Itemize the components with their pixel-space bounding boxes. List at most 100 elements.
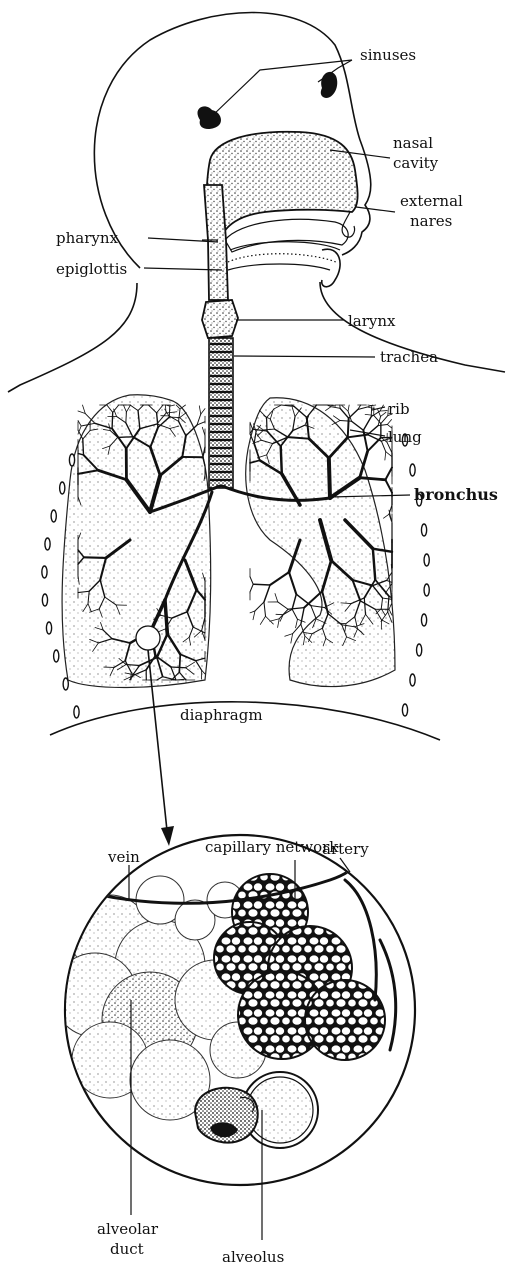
label-diaphragm: diaphragm bbox=[180, 706, 263, 724]
bronchiole bbox=[270, 619, 279, 621]
bronchiole bbox=[260, 616, 265, 624]
bronchiole bbox=[281, 446, 282, 474]
bronchiole bbox=[304, 591, 322, 607]
rib-icon bbox=[63, 678, 68, 690]
bronchiole bbox=[201, 409, 205, 415]
bronchiole bbox=[386, 452, 392, 457]
bronchiole bbox=[340, 420, 352, 421]
bronchiole bbox=[285, 634, 293, 637]
bronchiole bbox=[270, 572, 289, 585]
label-artery: artery bbox=[322, 840, 369, 858]
bronchiole bbox=[311, 606, 316, 619]
larynx-shape bbox=[202, 300, 238, 338]
bronchiole bbox=[275, 594, 278, 602]
bronchiole bbox=[381, 412, 386, 416]
bronchiole bbox=[383, 514, 389, 518]
bronchiole bbox=[112, 412, 113, 428]
bronchiole bbox=[296, 594, 311, 605]
bronchiole bbox=[371, 411, 380, 417]
label-alveolar-duct-line2: duct bbox=[110, 1240, 144, 1258]
bronchiole bbox=[381, 416, 388, 424]
rib-icon bbox=[51, 510, 56, 522]
rib-icon bbox=[402, 704, 407, 716]
rib-icon bbox=[421, 614, 426, 626]
bronchiole bbox=[82, 405, 85, 414]
bronchiole bbox=[199, 406, 200, 414]
bronchiole bbox=[385, 468, 392, 480]
bronchiole bbox=[288, 608, 304, 610]
label-epiglottis: epiglottis bbox=[56, 260, 127, 278]
bronchiole bbox=[250, 584, 253, 592]
bronchiole bbox=[368, 405, 372, 406]
bronchiole bbox=[365, 414, 374, 415]
rib-icon bbox=[410, 464, 415, 476]
bronchiole bbox=[292, 594, 296, 609]
label-nasal-cavity-line2: cavity bbox=[393, 154, 439, 172]
label-alveolus: alveolus bbox=[222, 1248, 284, 1266]
bronchiole bbox=[289, 572, 296, 594]
jaw-teeth bbox=[228, 254, 336, 262]
bronchiole bbox=[368, 438, 381, 451]
bronchiole bbox=[253, 584, 270, 585]
bronchiole bbox=[264, 585, 270, 602]
alveolus-highlight bbox=[136, 626, 160, 650]
bronchiole bbox=[367, 407, 374, 409]
nasal-cavity-shape bbox=[207, 132, 358, 250]
rib-icon bbox=[42, 594, 47, 606]
bronchiole bbox=[83, 439, 84, 455]
label-capillary-network: capillary network bbox=[205, 838, 339, 856]
bronchiole bbox=[385, 452, 386, 460]
label-external-nares-line2: nares bbox=[410, 212, 452, 230]
bronchiole bbox=[296, 619, 298, 628]
bronchiole bbox=[84, 557, 106, 558]
rib-icon bbox=[421, 524, 426, 536]
rib-icon bbox=[424, 584, 429, 596]
bronchiole bbox=[331, 407, 340, 409]
label-bronchus: bronchus bbox=[414, 485, 498, 504]
sinus-icon bbox=[197, 72, 337, 129]
rib-icon bbox=[74, 706, 79, 718]
bronchiole bbox=[333, 416, 340, 421]
label-rib: rib bbox=[388, 400, 410, 418]
label-trachea: trachea bbox=[380, 348, 438, 366]
bronchiole bbox=[352, 421, 364, 430]
label-lung: lung bbox=[388, 428, 422, 446]
rib-icon bbox=[46, 622, 51, 634]
label-vein: vein bbox=[107, 848, 140, 866]
bronchiole bbox=[378, 424, 387, 425]
tongue-shape bbox=[225, 219, 348, 252]
label-nasal-cavity-line1: nasal bbox=[393, 134, 433, 152]
label-sinuses: sinuses bbox=[360, 46, 416, 64]
rib-icon bbox=[424, 554, 429, 566]
bronchiole bbox=[293, 624, 301, 633]
bronchiole bbox=[78, 420, 81, 426]
label-pharynx: pharynx bbox=[56, 229, 119, 247]
bronchiole bbox=[253, 611, 255, 620]
bronchiole bbox=[326, 407, 331, 411]
ribs-right bbox=[402, 434, 429, 716]
bronchiole bbox=[202, 427, 205, 436]
rib-icon bbox=[45, 538, 50, 550]
bronchiole bbox=[348, 405, 349, 411]
bronchiole bbox=[264, 602, 266, 616]
label-external-nares-line1: external bbox=[400, 192, 463, 210]
rib-icon bbox=[54, 650, 59, 662]
bronchiole bbox=[171, 667, 186, 668]
bronchiole bbox=[385, 480, 392, 493]
label-alveolar-duct-line1: alveolar bbox=[97, 1220, 159, 1238]
bronchiole bbox=[291, 634, 293, 643]
right-lung-shape bbox=[246, 398, 395, 687]
bronchiole bbox=[179, 654, 180, 672]
bronchiole bbox=[250, 577, 253, 585]
rib-icon bbox=[60, 482, 65, 494]
bronchiole bbox=[278, 619, 280, 628]
alveoli-magnified-view bbox=[53, 835, 415, 1185]
rib-icon bbox=[410, 674, 415, 686]
bronchiole bbox=[292, 609, 297, 619]
rib-icon bbox=[42, 566, 47, 578]
rib-icon bbox=[69, 454, 74, 466]
bronchiole bbox=[118, 437, 133, 438]
bronchiole bbox=[255, 602, 264, 611]
bronchiole bbox=[387, 420, 391, 425]
